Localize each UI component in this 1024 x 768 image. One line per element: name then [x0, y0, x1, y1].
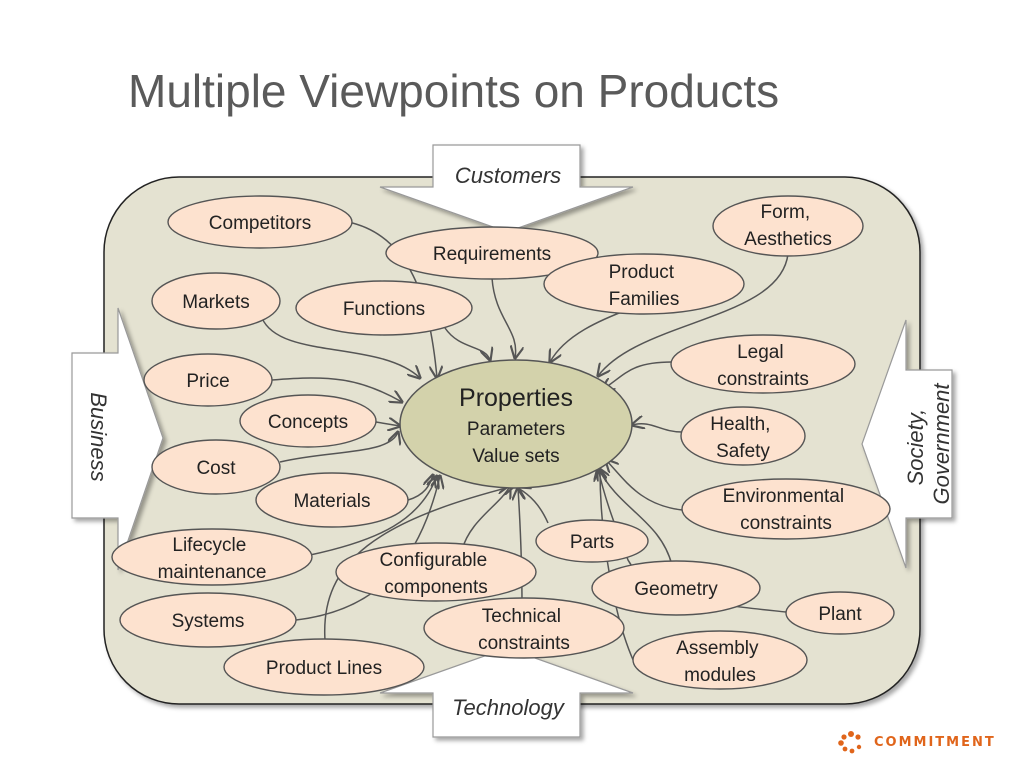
node-plant[interactable]: Plant — [785, 591, 895, 635]
technology-label: Technology — [452, 695, 566, 720]
commitment-logo-icon — [838, 731, 862, 754]
connector-requirements — [491, 277, 516, 358]
node-markets[interactable]: Markets — [151, 272, 281, 330]
node-environmental-constraints-label: Environmental constraints — [723, 486, 850, 534]
node-systems[interactable]: Systems — [119, 592, 297, 648]
parameters-label: Parameters — [467, 419, 565, 440]
node-parts-label: Parts — [570, 532, 614, 553]
connector-markets — [261, 317, 420, 378]
node-technical-constraints-label: Technical constraints — [478, 606, 570, 654]
society-label: Society, Government — [903, 383, 954, 505]
node-price-label: Price — [186, 371, 229, 392]
node-lifecycle-maintenance[interactable]: Lifecycle maintenance — [111, 528, 313, 586]
connector-technical — [518, 488, 522, 607]
node-geometry-label: Geometry — [634, 579, 718, 600]
page-title: Multiple Viewpoints on Products — [128, 65, 780, 117]
node-systems-label: Systems — [172, 611, 245, 632]
node-functions[interactable]: Functions — [295, 280, 473, 336]
node-health-safety-label: Health, Safety — [710, 414, 775, 462]
node-geometry[interactable]: Geometry — [591, 560, 761, 616]
node-environmental-constraints[interactable]: Environmental constraints — [681, 478, 891, 540]
node-technical-constraints[interactable]: Technical constraints — [423, 597, 625, 659]
node-functions-label: Functions — [343, 299, 425, 320]
node-configurable-components[interactable]: Configurable components — [335, 542, 537, 602]
node-competitors-label: Competitors — [209, 213, 311, 234]
node-requirements[interactable]: Requirements — [385, 226, 599, 280]
node-parts[interactable]: Parts — [535, 519, 649, 563]
node-materials-label: Materials — [293, 491, 370, 512]
connector-environmental — [606, 460, 683, 511]
node-legal-constraints[interactable]: Legal constraints — [670, 334, 856, 394]
node-concepts[interactable]: Concepts — [239, 394, 377, 448]
node-assembly-modules[interactable]: Assembly modules — [632, 630, 808, 690]
node-cost[interactable]: Cost — [151, 439, 281, 495]
node-price[interactable]: Price — [143, 353, 273, 407]
commitment-logo-text: COMMITMENT — [874, 734, 996, 750]
connector-price — [271, 377, 402, 402]
node-form-aesthetics-label: Form, Aesthetics — [744, 202, 832, 250]
properties-title: Properties — [459, 384, 573, 412]
customers-label: Customers — [455, 163, 561, 188]
connector-functions — [444, 327, 490, 360]
connector-competitors — [347, 221, 437, 378]
business-label: Business — [86, 392, 111, 481]
business-arrow: Business — [71, 307, 164, 571]
node-plant-label: Plant — [818, 604, 862, 625]
technology-arrow: Technology — [379, 647, 634, 738]
node-requirements-label: Requirements — [433, 244, 551, 265]
connector-product-lines — [324, 486, 514, 641]
node-competitors[interactable]: Competitors — [167, 195, 353, 249]
node-product-families[interactable]: Product Families — [543, 253, 745, 315]
connector-cost — [279, 432, 398, 463]
connector-lifecycle — [309, 476, 437, 556]
node-lifecycle-maintenance-label: Lifecycle maintenance — [158, 535, 267, 583]
node-materials[interactable]: Materials — [255, 472, 409, 528]
value-sets-label: Value sets — [472, 446, 559, 467]
society-label-line-1: Society, — [903, 409, 928, 486]
node-configurable-components-label: Configurable components — [379, 550, 492, 598]
node-legal-constraints-label: Legal constraints — [717, 342, 809, 390]
commitment-logo: COMMITMENT — [836, 730, 996, 754]
node-product-lines[interactable]: Product Lines — [223, 638, 425, 696]
customers-arrow: Customers — [379, 144, 634, 233]
connector-concepts — [375, 422, 400, 426]
node-product-families-label: Product Families — [609, 262, 680, 310]
properties-node[interactable]: Properties Parameters Value sets — [399, 359, 633, 489]
node-assembly-modules-label: Assembly modules — [676, 638, 764, 686]
node-markets-label: Markets — [182, 292, 250, 313]
node-concepts-label: Concepts — [268, 412, 348, 433]
node-form-aesthetics[interactable]: Form, Aesthetics — [712, 195, 864, 257]
node-cost-label: Cost — [196, 458, 236, 479]
connector-health — [632, 424, 683, 433]
node-product-lines-label: Product Lines — [266, 658, 382, 679]
node-health-safety[interactable]: Health, Safety — [680, 406, 806, 466]
society-label-line-2: Government — [929, 383, 954, 505]
connector-form — [598, 253, 789, 376]
